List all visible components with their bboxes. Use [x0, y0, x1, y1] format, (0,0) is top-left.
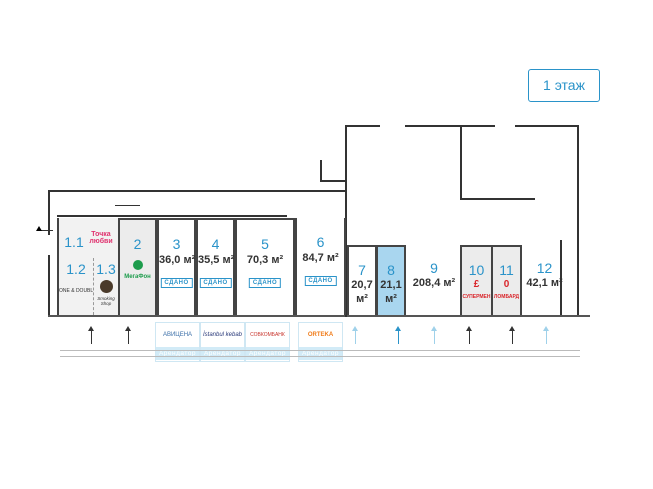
unit-3[interactable]: 3 36,0 м² СДАНО [157, 218, 196, 315]
status-badge: СДАНО [199, 278, 232, 288]
status-badge: СДАНО [304, 276, 337, 286]
unit-1-2[interactable]: 1.2 ONE & DOUBLE [57, 258, 97, 315]
entrance-arrow-icon [88, 326, 94, 344]
smoking-shop-logo [100, 280, 113, 293]
entrance-arrow-icon [543, 326, 549, 344]
unit-2[interactable]: 2 МегаФон [118, 218, 157, 315]
entrance-arrow-icon [466, 326, 472, 344]
unit-12[interactable]: 12 42,1 м² [526, 260, 563, 289]
lombard-logo: 0 [503, 279, 510, 290]
floor-label[interactable]: 1 этаж [528, 69, 600, 102]
street-line [60, 356, 580, 357]
unit-6[interactable]: 6 84,7 м² СДАНО [295, 218, 346, 315]
entrance-arrow-icon [125, 326, 131, 344]
megafon-logo [133, 260, 143, 270]
entrance-arrow-icon [431, 326, 437, 344]
unit-11[interactable]: 11 0 ЛОМБАРД [492, 245, 522, 315]
unit-1-1[interactable]: 1.1 Точка любви [57, 218, 118, 258]
unit-4[interactable]: 4 35,5 м² СДАНО [196, 218, 235, 315]
unit-7[interactable]: 7 20,7 м² [347, 245, 377, 315]
entrance-arrow-icon [352, 326, 358, 344]
entrance-arrow-icon [395, 326, 401, 344]
unit-1-3[interactable]: 1.3 Smoking Shop [93, 258, 118, 315]
street-line [60, 350, 580, 351]
entrance-arrow-icon [36, 226, 53, 231]
unit-9[interactable]: 9 208,4 м² [412, 260, 456, 289]
status-badge: СДАНО [160, 278, 193, 288]
superman-logo: £ [473, 279, 480, 290]
entrance-arrow-icon [509, 326, 515, 344]
unit-10[interactable]: 10 £ СУПЕРМЕН [460, 245, 493, 315]
unit-5[interactable]: 5 70,3 м² СДАНО [235, 218, 295, 315]
status-badge: СДАНО [248, 278, 282, 288]
unit-8[interactable]: 8 21,1 м² [376, 245, 406, 315]
